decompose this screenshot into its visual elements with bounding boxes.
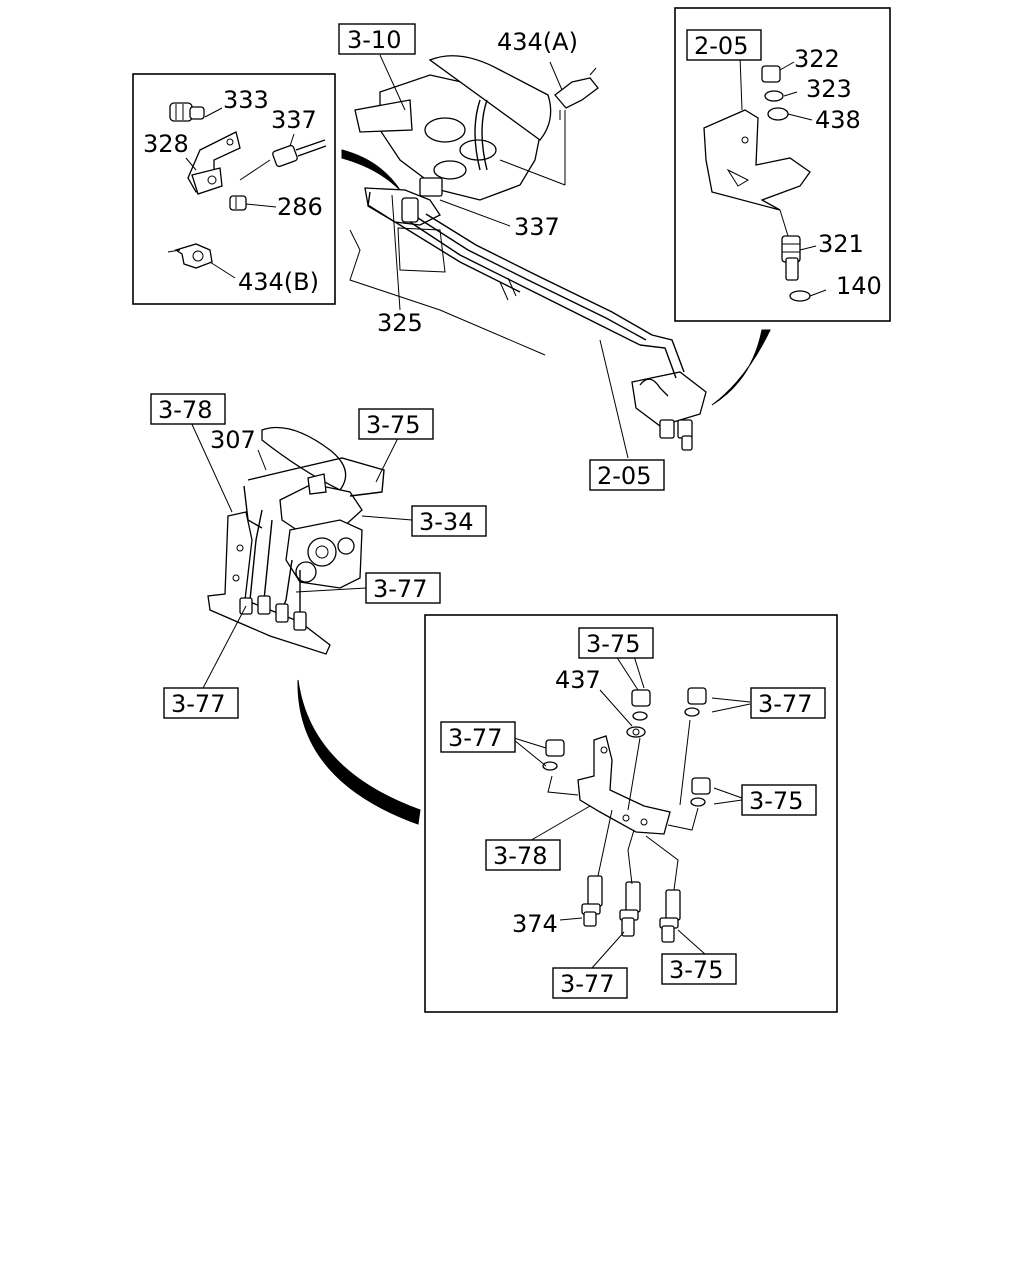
ref-box-3-77-inset-left: 3-77 — [440, 721, 516, 753]
connector-337-icon — [272, 139, 327, 168]
ref-box-3-75-inset-bottom: 3-75 — [661, 953, 737, 985]
part-label-307: 307 — [210, 426, 256, 454]
inset-frame-bracket-bolts — [424, 614, 838, 1013]
ref-box-3-77-inset-bottom: 3-77 — [552, 967, 628, 999]
inset-frame-valve-bracket — [674, 7, 891, 322]
part-label-286: 286 — [277, 193, 323, 221]
svg-text:3-75: 3-75 — [669, 956, 723, 984]
stud-3-75-icon — [659, 889, 681, 943]
part-label-437: 437 — [555, 666, 601, 694]
part-label-322: 322 — [794, 45, 840, 73]
ref-box-3-77-side: 3-77 — [365, 572, 441, 604]
bracket-328-icon — [187, 131, 241, 195]
svg-text:2-05: 2-05 — [597, 462, 651, 490]
ref-box-3-75-inset-top: 3-75 — [578, 627, 654, 659]
part-label-325: 325 — [377, 309, 423, 337]
proportioning-valve — [599, 334, 707, 459]
svg-text:3-77: 3-77 — [171, 690, 225, 718]
part-label-337-inset: 337 — [271, 106, 317, 134]
part-label-323: 323 — [806, 75, 852, 103]
ref-box-2-05-main: 2-05 — [589, 459, 665, 491]
ref-box-3-75-left: 3-75 — [358, 408, 434, 440]
reservoir-assembly — [349, 54, 653, 356]
ref-box-3-34: 3-34 — [411, 505, 487, 537]
svg-text:3-77: 3-77 — [448, 724, 502, 752]
pointer-arc-right-top — [711, 329, 771, 406]
part-label-333: 333 — [223, 86, 269, 114]
stud-374-icon — [581, 875, 603, 927]
part-label-438: 438 — [815, 106, 861, 134]
svg-text:3-10: 3-10 — [347, 26, 401, 54]
svg-text:3-78: 3-78 — [158, 396, 212, 424]
master-cylinder-assembly — [189, 419, 413, 691]
part-label-337-main: 337 — [514, 213, 560, 241]
svg-text:3-75: 3-75 — [586, 630, 640, 658]
stud-3-77-icon — [619, 881, 641, 937]
ref-box-3-78-left: 3-78 — [150, 393, 226, 425]
ref-box-3-75-inset-right: 3-75 — [741, 784, 817, 816]
fitting-321-icon — [781, 235, 801, 281]
svg-text:3-75: 3-75 — [749, 787, 803, 815]
clip-434b-icon — [167, 243, 213, 269]
svg-text:3-34: 3-34 — [419, 508, 473, 536]
pointer-arc-left-top — [341, 149, 401, 191]
svg-text:3-77: 3-77 — [560, 970, 614, 998]
ref-box-3-77-bottom: 3-77 — [163, 687, 239, 719]
pointer-arc-bottom-left — [297, 679, 421, 825]
ref-box-3-77-inset-right: 3-77 — [750, 687, 826, 719]
svg-text:3-77: 3-77 — [373, 575, 427, 603]
svg-text:3-75: 3-75 — [366, 411, 420, 439]
part-label-328: 328 — [143, 130, 189, 158]
part-label-374: 374 — [512, 910, 558, 938]
ref-box-3-10: 3-10 — [338, 23, 416, 55]
part-label-321: 321 — [818, 230, 864, 258]
fitting-333-icon — [169, 102, 205, 122]
svg-text:3-77: 3-77 — [758, 690, 812, 718]
part-label-140: 140 — [836, 272, 882, 300]
ref-box-3-78-inset: 3-78 — [485, 839, 561, 871]
svg-text:3-78: 3-78 — [493, 842, 547, 870]
clip-434a-icon — [554, 67, 599, 120]
svg-text:2-05: 2-05 — [694, 32, 748, 60]
part-label-434a: 434(A) — [497, 28, 578, 56]
part-label-434b: 434(B) — [238, 268, 319, 296]
inset-frame-clamp-parts — [132, 73, 336, 305]
nut-286-icon — [229, 195, 247, 211]
ref-box-2-05-inset: 2-05 — [686, 29, 762, 61]
